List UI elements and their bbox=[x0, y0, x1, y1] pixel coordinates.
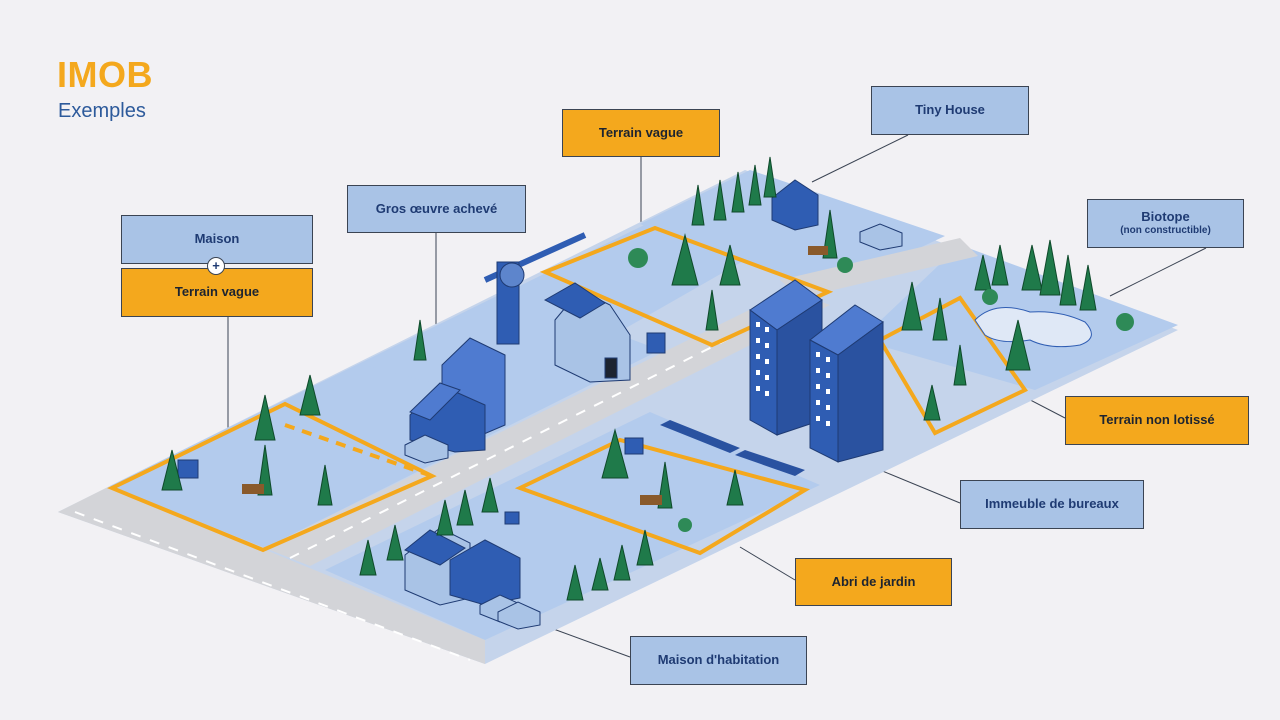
parking-strips bbox=[660, 420, 805, 476]
page-title: IMOB bbox=[57, 54, 153, 95]
log-piles bbox=[242, 246, 828, 505]
office-towers bbox=[749, 279, 884, 463]
cars bbox=[404, 223, 903, 630]
label-gros-oeuvre: Gros œuvre achevé bbox=[347, 185, 526, 233]
connector-lines bbox=[227, 134, 1207, 658]
plus-icon: + bbox=[207, 257, 225, 275]
label-maison-habitation: Maison d'habitation bbox=[630, 636, 807, 685]
tower-windows bbox=[756, 322, 830, 426]
label-terrain-non-lotisse: Terrain non lotissé bbox=[1065, 396, 1249, 445]
bushes bbox=[628, 248, 1134, 532]
houses bbox=[177, 179, 819, 606]
label-immeuble-bureaux: Immeuble de bureaux bbox=[960, 480, 1144, 529]
crane bbox=[483, 232, 587, 345]
label-tiny-house: Tiny House bbox=[871, 86, 1029, 135]
label-terrain-vague-2: Terrain vague bbox=[562, 109, 720, 157]
label-terrain-vague-1: Terrain vague bbox=[121, 268, 313, 317]
plot-outlines bbox=[107, 225, 1029, 556]
label-abri-jardin: Abri de jardin bbox=[795, 558, 952, 606]
label-maison: Maison bbox=[121, 215, 313, 264]
label-biotope: Biotope (non constructible) bbox=[1087, 199, 1244, 248]
page-subtitle: Exemples bbox=[58, 100, 146, 122]
label-biotope-title: Biotope bbox=[1141, 209, 1190, 225]
label-biotope-subtitle: (non constructible) bbox=[1120, 225, 1211, 237]
